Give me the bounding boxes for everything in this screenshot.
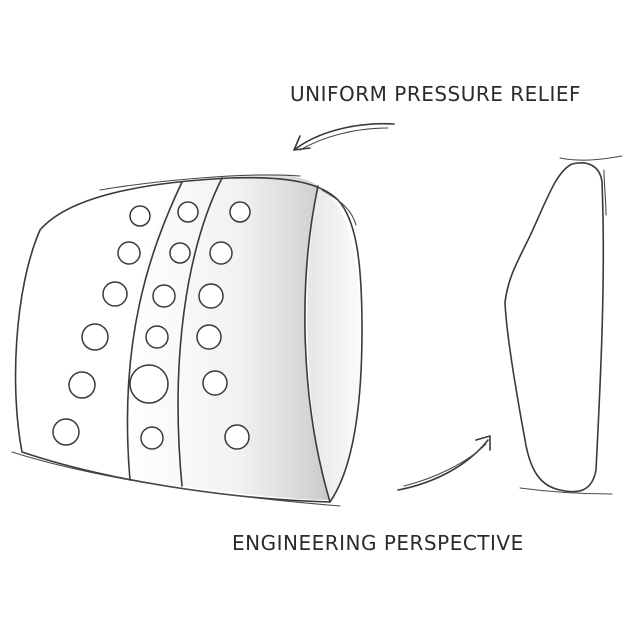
pillow-front-view xyxy=(11,174,363,507)
sketch-stroke xyxy=(321,189,357,226)
hole xyxy=(152,284,176,308)
arrow-bottom-head xyxy=(475,435,491,451)
ventilation-holes xyxy=(52,201,251,450)
sketch-stroke xyxy=(559,155,623,161)
hole xyxy=(145,325,169,349)
arrow-top xyxy=(293,122,395,151)
hole xyxy=(129,364,169,404)
hole xyxy=(198,283,224,309)
label-engineering-perspective: ENGINEERING PERSPECTIVE xyxy=(232,531,524,555)
label-uniform-pressure-relief: UNIFORM PRESSURE RELIEF xyxy=(290,82,581,106)
hole xyxy=(102,281,128,307)
channel-line-left xyxy=(126,181,183,481)
hole xyxy=(81,323,109,351)
arrow-top-head xyxy=(293,135,311,151)
sketch-stroke xyxy=(519,487,613,495)
hole xyxy=(209,241,233,265)
arrow-bottom-shaft-echo xyxy=(403,443,487,487)
hole xyxy=(140,426,164,450)
channel-line-right xyxy=(304,185,331,503)
hole xyxy=(68,371,96,399)
hole xyxy=(129,205,151,227)
arrow-bottom-shaft xyxy=(397,439,489,491)
hole xyxy=(202,370,228,396)
hole xyxy=(196,324,222,350)
pillow-outline xyxy=(14,176,363,503)
sketch-stroke xyxy=(11,451,341,507)
channel-line-middle xyxy=(177,177,223,487)
arrow-bottom xyxy=(397,435,491,491)
hole xyxy=(169,242,191,264)
arrow-top-shaft xyxy=(293,122,395,151)
hole xyxy=(52,418,80,446)
hole xyxy=(117,241,141,265)
pillow-side-view xyxy=(504,155,623,495)
hole xyxy=(224,424,250,450)
arrow-top-shaft-echo xyxy=(299,127,389,151)
sketch-stroke xyxy=(603,169,607,216)
side-profile-outline xyxy=(504,162,605,493)
hole xyxy=(177,201,199,223)
hole xyxy=(229,201,251,223)
sketch-stroke xyxy=(99,174,301,191)
pillow-side-shade xyxy=(307,186,361,500)
